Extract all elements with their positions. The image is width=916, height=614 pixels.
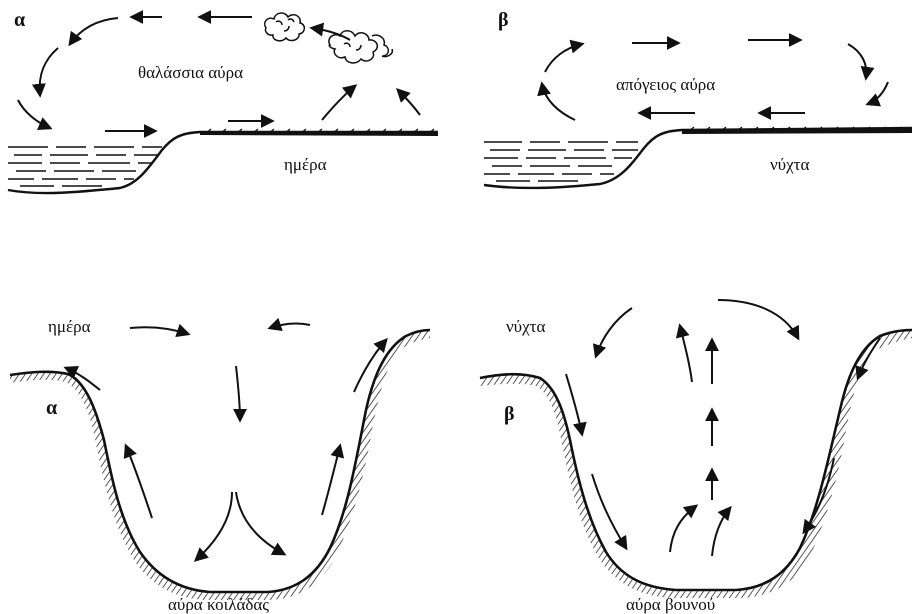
panel-letter: α — [46, 398, 57, 418]
mountain-breeze-time: νύχτα — [506, 318, 545, 335]
valley-slope — [10, 330, 430, 592]
valley-breeze-time: ημέρα — [48, 318, 91, 335]
sea-water — [484, 142, 638, 181]
sea-breeze-title: θαλάσσια αύρα — [138, 64, 243, 81]
land-breeze-time: νύχτα — [770, 156, 809, 173]
sea-water — [8, 147, 162, 186]
mountain-breeze-caption: αύρα βουνού — [626, 596, 715, 613]
land-breeze-panel — [484, 40, 912, 188]
panel-letter: α — [14, 10, 25, 30]
mountain-breeze-panel — [480, 300, 912, 598]
valley-breeze-caption: αύρα κοιλάδας — [168, 596, 269, 613]
panel-letter: β — [504, 404, 515, 424]
valley-breeze-panel — [10, 324, 430, 600]
cloud-icon — [265, 13, 305, 41]
sea-breeze-panel — [8, 13, 438, 193]
sea-breeze-time: ημέρα — [284, 156, 327, 173]
cloud-icon — [329, 31, 392, 63]
mountain-slope — [480, 330, 912, 590]
panel-letter: β — [498, 10, 509, 30]
mountain-breeze-arrows — [566, 300, 880, 556]
valley-breeze-arrows — [66, 324, 386, 560]
land-breeze-title: απόγειος αύρα — [616, 76, 715, 93]
